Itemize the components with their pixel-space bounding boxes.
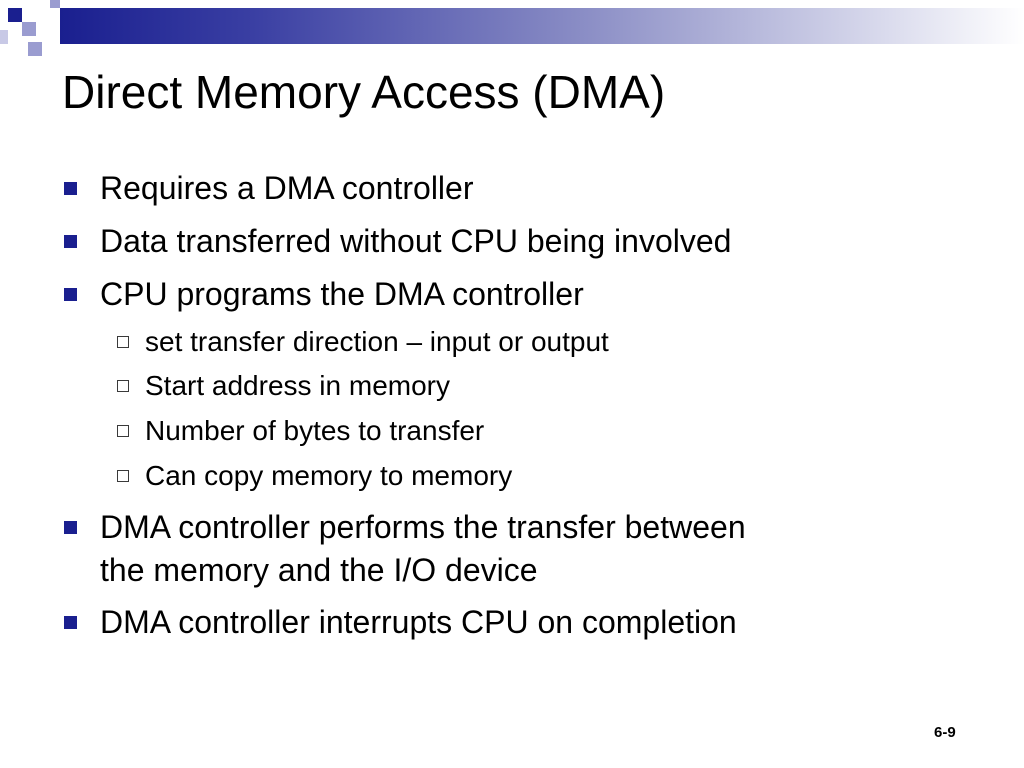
sub-bullet-text: Start address in memory [145,370,450,401]
hollow-square-bullet-icon [117,470,129,482]
bullet-text-line-1: DMA controller performs the transfer bet… [100,509,746,545]
sub-bullet-text: set transfer direction – input or output [145,326,609,357]
decorative-header-banner [0,0,1024,58]
bullet-text: CPU programs the DMA controller [100,276,584,312]
sub-bullet-item: Number of bytes to transfer [117,412,485,450]
sub-bullet-item: Start address in memory [117,367,450,405]
decorative-square [0,30,8,44]
sub-bullet-item: set transfer direction – input or output [117,323,609,361]
bullet-text: Requires a DMA controller [100,170,474,206]
bullet-text: Data transferred without CPU being invol… [100,223,732,259]
decorative-square [50,0,60,8]
slide-title: Direct Memory Access (DMA) [62,66,666,118]
bullet-item: DMA controller performs the transfer bet… [64,505,746,549]
decorative-square [28,42,42,56]
bullet-continuation: the memory and the I/O device [100,548,538,592]
bullet-item: Requires a DMA controller [64,166,474,210]
decorative-square [22,22,36,36]
bullet-item: DMA controller interrupts CPU on complet… [64,600,737,644]
bullet-text: DMA controller interrupts CPU on complet… [100,604,737,640]
bullet-item: Data transferred without CPU being invol… [64,219,732,263]
slide-number: 6-9 [934,724,956,741]
square-bullet-icon [64,288,77,301]
header-gradient-bar [60,8,1024,44]
hollow-square-bullet-icon [117,336,129,348]
decorative-square [8,8,22,22]
square-bullet-icon [64,521,77,534]
hollow-square-bullet-icon [117,425,129,437]
sub-bullet-text: Number of bytes to transfer [145,415,485,446]
square-bullet-icon [64,235,77,248]
bullet-item: CPU programs the DMA controller [64,272,584,316]
square-bullet-icon [64,182,77,195]
sub-bullet-text: Can copy memory to memory [145,460,513,491]
bullet-text-line-2: the memory and the I/O device [100,552,538,588]
square-bullet-icon [64,616,77,629]
hollow-square-bullet-icon [117,380,129,392]
sub-bullet-item: Can copy memory to memory [117,457,513,495]
